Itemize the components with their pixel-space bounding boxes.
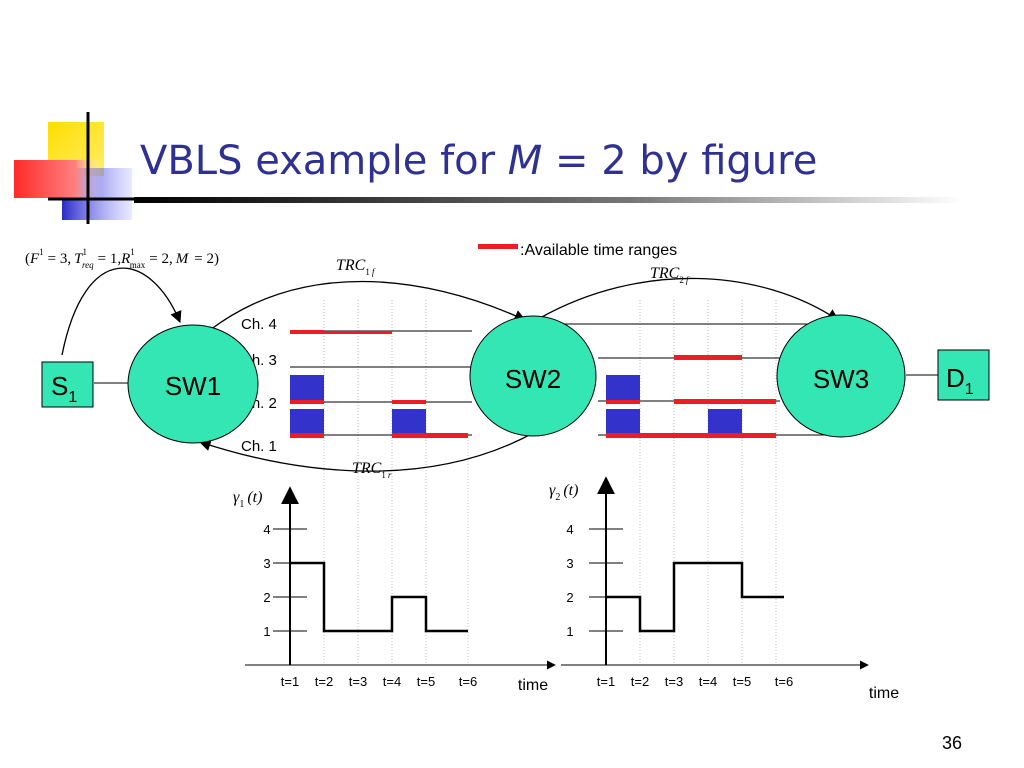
x-tick-label: t=6 xyxy=(775,674,793,689)
page-number: 36 xyxy=(941,733,962,753)
legend: :Available time ranges xyxy=(478,242,677,259)
flow-arrows xyxy=(61,267,839,472)
x-axis-label: time xyxy=(518,677,548,694)
x-tick-label: t=3 xyxy=(665,674,683,689)
range xyxy=(606,400,640,404)
x-tick-label: t=5 xyxy=(417,674,435,689)
sw3-label: SW3 xyxy=(813,364,869,394)
channel-label-4: Ch. 4 xyxy=(241,316,277,333)
range xyxy=(674,355,742,360)
block xyxy=(392,409,426,436)
gamma2-chart: 1 2 3 4 t=1 t=2 t=3 t=4 t=5 t=6 time γ2(t) xyxy=(549,476,899,702)
x-tick-label: t=6 xyxy=(459,674,477,689)
x-tick-label: t=1 xyxy=(281,674,299,689)
legend-label: :Available time ranges xyxy=(520,242,677,259)
range xyxy=(392,400,426,404)
trc2f-arrow xyxy=(539,277,839,321)
x-tick-label: t=4 xyxy=(699,674,717,689)
x-axis-label: time xyxy=(869,685,899,702)
occupied-blocks xyxy=(290,375,742,436)
y-tick-label: 4 xyxy=(263,522,270,537)
upper-time-guides xyxy=(323,300,777,440)
y-tick-label: 1 xyxy=(566,624,573,639)
x-tick-label: t=4 xyxy=(383,674,401,689)
slide-title: VBLS example for M = 2 by figure xyxy=(140,138,817,184)
y-tick-label: 2 xyxy=(263,590,270,605)
title-prefix: VBLS example for xyxy=(140,138,508,184)
sw1-label: SW1 xyxy=(165,371,221,401)
source-node[interactable]: S1 xyxy=(41,361,94,408)
y-tick-label: 3 xyxy=(263,556,270,571)
sw2-label: SW2 xyxy=(505,364,561,394)
x-tick-label: t=2 xyxy=(631,674,649,689)
x-tick-label: t=1 xyxy=(597,674,615,689)
y-tick-label: 1 xyxy=(263,624,270,639)
range xyxy=(290,433,324,438)
sw2-node[interactable]: SW2 xyxy=(469,315,597,437)
sw3-node[interactable]: SW3 xyxy=(776,314,906,438)
range xyxy=(290,400,324,404)
block xyxy=(606,375,640,402)
channel-label-1: Ch. 1 xyxy=(241,438,277,455)
range xyxy=(290,330,324,334)
range xyxy=(392,433,468,438)
formula-to-sw1-arrow xyxy=(61,267,182,356)
title-suffix: = 2 by figure xyxy=(542,138,818,184)
y-tick-label: 4 xyxy=(566,522,573,537)
available-ranges xyxy=(290,330,776,438)
block xyxy=(290,409,324,436)
sw1-node[interactable]: SW1 xyxy=(127,324,259,444)
dest-node[interactable]: D1 xyxy=(937,349,990,401)
step-series-line xyxy=(606,561,784,633)
trc1f-arrow xyxy=(209,280,527,331)
range xyxy=(606,433,776,438)
x-tick-label: t=3 xyxy=(349,674,367,689)
x-tick-label: t=5 xyxy=(733,674,751,689)
svg-text:S1: S1 xyxy=(51,371,77,406)
range xyxy=(674,399,776,404)
block xyxy=(290,375,324,402)
range xyxy=(324,331,392,334)
step-series-line xyxy=(290,561,468,633)
svg-text:D1: D1 xyxy=(946,363,974,398)
gamma1-chart: 1 2 3 4 t=1 t=2 t=3 t=4 t=5 t=6 time γ1(t) xyxy=(233,486,556,694)
y-axis-label: γ2(t) xyxy=(549,482,578,503)
block xyxy=(708,409,742,436)
legend-swatch xyxy=(478,244,518,249)
title-logo xyxy=(14,112,964,224)
block xyxy=(606,409,640,436)
trc1r-arrow xyxy=(198,431,536,472)
y-tick-label: 2 xyxy=(566,590,573,605)
x-tick-label: t=2 xyxy=(315,674,333,689)
y-tick-label: 3 xyxy=(566,556,573,571)
y-axis-label: γ1(t) xyxy=(233,489,262,510)
title-underline xyxy=(134,197,964,203)
title-variable: M xyxy=(507,138,543,184)
